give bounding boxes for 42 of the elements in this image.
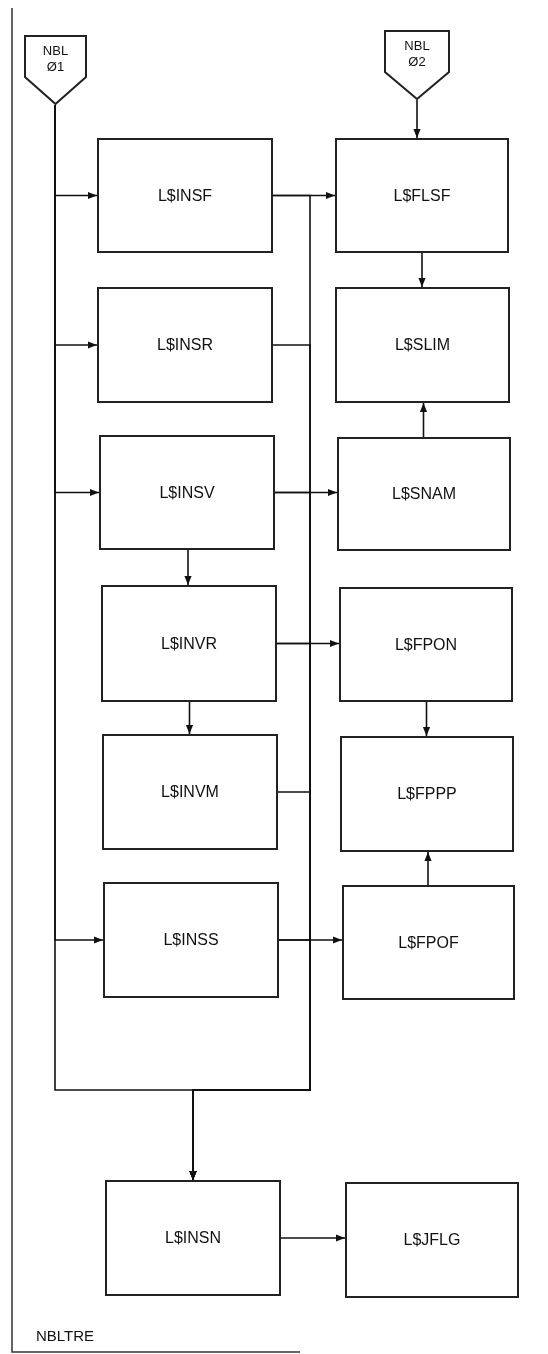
process-box xyxy=(335,287,510,403)
connector-symbol xyxy=(24,35,87,105)
process-box xyxy=(103,882,279,998)
box-label: NBL Ø1 xyxy=(41,43,70,75)
arrow xyxy=(189,939,311,1181)
box-label: L$INSR xyxy=(157,335,213,355)
process-box xyxy=(102,734,278,850)
arrow xyxy=(413,99,421,139)
process-box xyxy=(342,885,515,1000)
box-label: L$SLIM xyxy=(394,335,451,355)
process-box xyxy=(101,585,277,702)
process-box xyxy=(345,1182,519,1298)
arrow xyxy=(424,851,432,886)
box-label: L$INVR xyxy=(161,633,217,654)
box-label: L$FPPP xyxy=(397,784,457,804)
process-box xyxy=(339,587,513,702)
process-box xyxy=(340,736,514,852)
diagram-label: NBLTRE xyxy=(36,1327,95,1344)
box-label: NBL Ø2 xyxy=(403,38,431,70)
process-box xyxy=(99,435,275,550)
box-label: L$FLSF xyxy=(393,185,451,206)
box-label: L$FPON xyxy=(394,634,458,655)
arrow xyxy=(422,701,431,737)
arrow xyxy=(418,252,426,288)
process-box xyxy=(105,1180,281,1296)
box-label: L$INVM xyxy=(161,782,219,802)
process-box xyxy=(337,437,511,551)
box-label: L$INSF xyxy=(157,185,213,206)
box-label: L$INSS xyxy=(163,930,219,950)
arrow xyxy=(280,1234,346,1242)
box-label: L$INSV xyxy=(159,482,215,503)
arrow xyxy=(419,402,428,438)
process-box xyxy=(335,138,509,253)
process-box xyxy=(97,287,273,403)
arrow xyxy=(185,701,194,735)
box-label: L$INSN xyxy=(165,1228,221,1248)
box-label: L$SNAM xyxy=(392,484,456,504)
connector-symbol xyxy=(384,30,450,100)
process-box xyxy=(97,138,273,253)
box-label: L$FPOF xyxy=(398,932,459,953)
box-label: L$JFLG xyxy=(403,1230,461,1250)
arrow xyxy=(184,549,192,586)
